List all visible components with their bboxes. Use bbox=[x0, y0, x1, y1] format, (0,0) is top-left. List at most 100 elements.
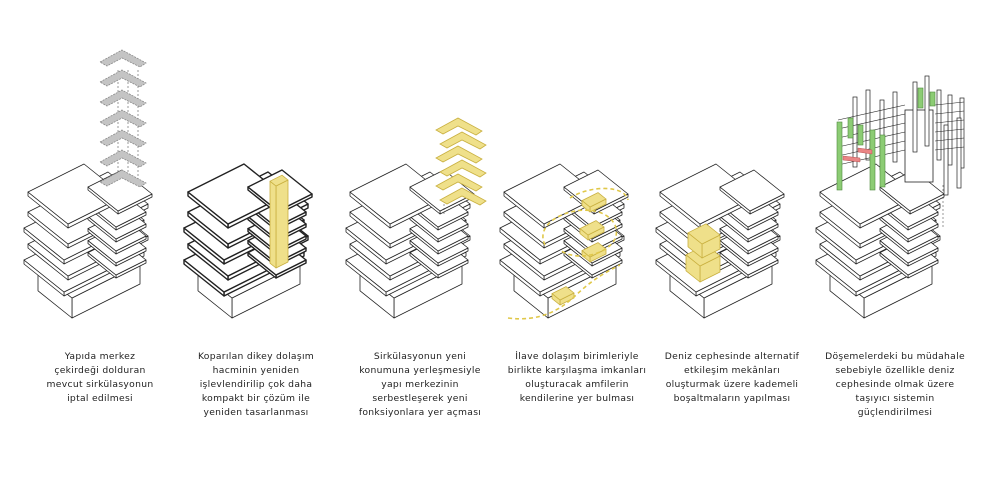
core-shaft-front bbox=[275, 179, 289, 269]
amphi-units bbox=[551, 192, 607, 306]
building-massing bbox=[345, 163, 475, 319]
frame-beam bbox=[934, 128, 965, 133]
frame-beam bbox=[934, 119, 965, 124]
reinforced-column bbox=[869, 129, 876, 191]
caption-line: yapı merkezinin bbox=[381, 379, 459, 390]
core-shaft-side bbox=[269, 180, 277, 269]
caption-line: oluşturacak amfilerin bbox=[525, 379, 629, 390]
caption-line: hacminin yeniden bbox=[212, 365, 300, 376]
reinforced-column bbox=[929, 91, 936, 107]
frame-column bbox=[947, 94, 953, 166]
caption-panel-1: Yapıda merkez çekirdeği dolduran mevcut … bbox=[15, 350, 185, 406]
caption-line: işlevlendirilip çok daha bbox=[199, 379, 313, 390]
circulation-loop bbox=[542, 209, 618, 257]
caption-panel-3: Sirkülasyonun yeni konumuna yerleşmesiyl… bbox=[335, 350, 505, 420]
caption-line: kompakt bir çözüm ile bbox=[201, 393, 311, 404]
caption-line: Koparılan dikey dolaşım bbox=[197, 351, 315, 362]
top-slab-top bbox=[187, 163, 285, 225]
reinforced-beam bbox=[857, 147, 873, 155]
ghost-stair-flight bbox=[99, 69, 147, 88]
stair-flight bbox=[439, 187, 487, 206]
caption-panel-4: İlave dolaşım birimleriyle birlikte karş… bbox=[492, 350, 662, 406]
stair-flight bbox=[435, 173, 483, 192]
caption-line: cephesinde olmak üzere bbox=[835, 379, 955, 390]
caption-panel-6: Döşemelerdeki bu müdahale sebebiyle özel… bbox=[810, 350, 980, 420]
reinforced-column bbox=[847, 117, 854, 139]
caption-line: konumuna yerleşmesiyle bbox=[359, 365, 481, 376]
top-slab-top bbox=[659, 163, 757, 225]
frame-beam bbox=[934, 146, 965, 151]
frame-column bbox=[912, 81, 918, 153]
reinforced-column bbox=[836, 121, 843, 191]
top-slab-top bbox=[349, 163, 447, 225]
amphi-step-top bbox=[579, 220, 605, 236]
frame-column bbox=[852, 96, 858, 168]
ghost-stair-flight bbox=[99, 149, 147, 168]
frame-column bbox=[943, 124, 949, 196]
caption-line: İlave dolaşım birimleriyle bbox=[515, 351, 639, 362]
caption-line: yeniden tasarlanması bbox=[203, 407, 309, 418]
reinforced-column bbox=[917, 87, 924, 109]
frame-column bbox=[936, 89, 942, 161]
top-wing-slab-top bbox=[563, 169, 629, 212]
caption-line: sebebiyle özellikle deniz bbox=[835, 365, 955, 376]
ghost-stair-flight bbox=[99, 89, 147, 108]
caption-line: kendilerine yer bulması bbox=[519, 393, 635, 404]
building-massing bbox=[23, 163, 153, 319]
caption-line: taşıyıcı sistemin bbox=[855, 393, 935, 404]
caption-panel-2: Koparılan dikey dolaşım hacminin yeniden… bbox=[171, 350, 341, 420]
caption-line: çekirdeği dolduran bbox=[54, 365, 146, 376]
frame-beam bbox=[837, 104, 906, 121]
caption-line: Döşemelerdeki bu müdahale bbox=[825, 351, 965, 362]
caption-line: birlikte karşılaşma imkanları bbox=[507, 365, 647, 376]
caption-line: etkileşim mekânları bbox=[684, 365, 780, 376]
circulation-loop bbox=[507, 264, 621, 320]
frame-beam bbox=[934, 137, 965, 142]
frame-column bbox=[924, 75, 930, 147]
ghost-stair-flight bbox=[99, 109, 147, 128]
top-wing-slab-top bbox=[719, 169, 785, 212]
frame-beam bbox=[934, 110, 965, 115]
frame-column bbox=[865, 89, 871, 161]
caption-panel-5: Deniz cephesinde alternatif etkileşim me… bbox=[647, 350, 817, 406]
amphi-step-top bbox=[551, 286, 575, 301]
caption-line: Deniz cephesinde alternatif bbox=[664, 351, 800, 362]
caption-line: iptal edilmesi bbox=[67, 393, 133, 404]
caption-line: Yapıda merkez bbox=[64, 351, 136, 362]
structural-frame bbox=[836, 75, 965, 196]
terraced-voids bbox=[685, 223, 721, 283]
frame-beam bbox=[934, 101, 965, 106]
frame-column bbox=[892, 91, 898, 163]
reinforced-column bbox=[857, 124, 864, 146]
new-stair-tower bbox=[435, 117, 487, 206]
caption-line: mevcut sirkülasyonun bbox=[46, 379, 154, 390]
stair-flight bbox=[439, 159, 487, 178]
reinforced-beam bbox=[842, 155, 861, 163]
amphi-step-top bbox=[581, 242, 607, 258]
removed-circulation-ghost bbox=[99, 49, 147, 188]
caption-line: boşaltmaların yapılması bbox=[673, 393, 791, 404]
frame-column bbox=[956, 117, 962, 189]
top-slab-top bbox=[27, 163, 125, 225]
stair-flight bbox=[439, 131, 487, 150]
caption-line: güçlendirilmesi bbox=[857, 407, 933, 418]
circulation-loop bbox=[569, 187, 629, 201]
core-shaft-top bbox=[269, 174, 289, 187]
reinforced-column bbox=[879, 134, 886, 188]
stair-flight bbox=[435, 145, 483, 164]
ghost-stair-flight bbox=[99, 49, 147, 68]
top-slab-top bbox=[503, 163, 601, 225]
compact-core-shaft bbox=[269, 174, 289, 269]
ghost-stair-flight bbox=[99, 129, 147, 148]
caption-line: fonksiyonlara yer açması bbox=[358, 407, 482, 418]
caption-line: Sirkülasyonun yeni bbox=[373, 351, 467, 362]
caption-line: serbestleşerek yeni bbox=[372, 393, 468, 404]
caption-line: oluşturmak üzere kademeli bbox=[665, 379, 799, 390]
void-block-top bbox=[687, 223, 721, 245]
top-slab-top bbox=[819, 163, 917, 225]
amphi-step-top bbox=[581, 192, 607, 208]
stair-flight bbox=[435, 117, 483, 136]
building-massing bbox=[815, 163, 945, 319]
ghost-stair-flight bbox=[99, 169, 147, 188]
